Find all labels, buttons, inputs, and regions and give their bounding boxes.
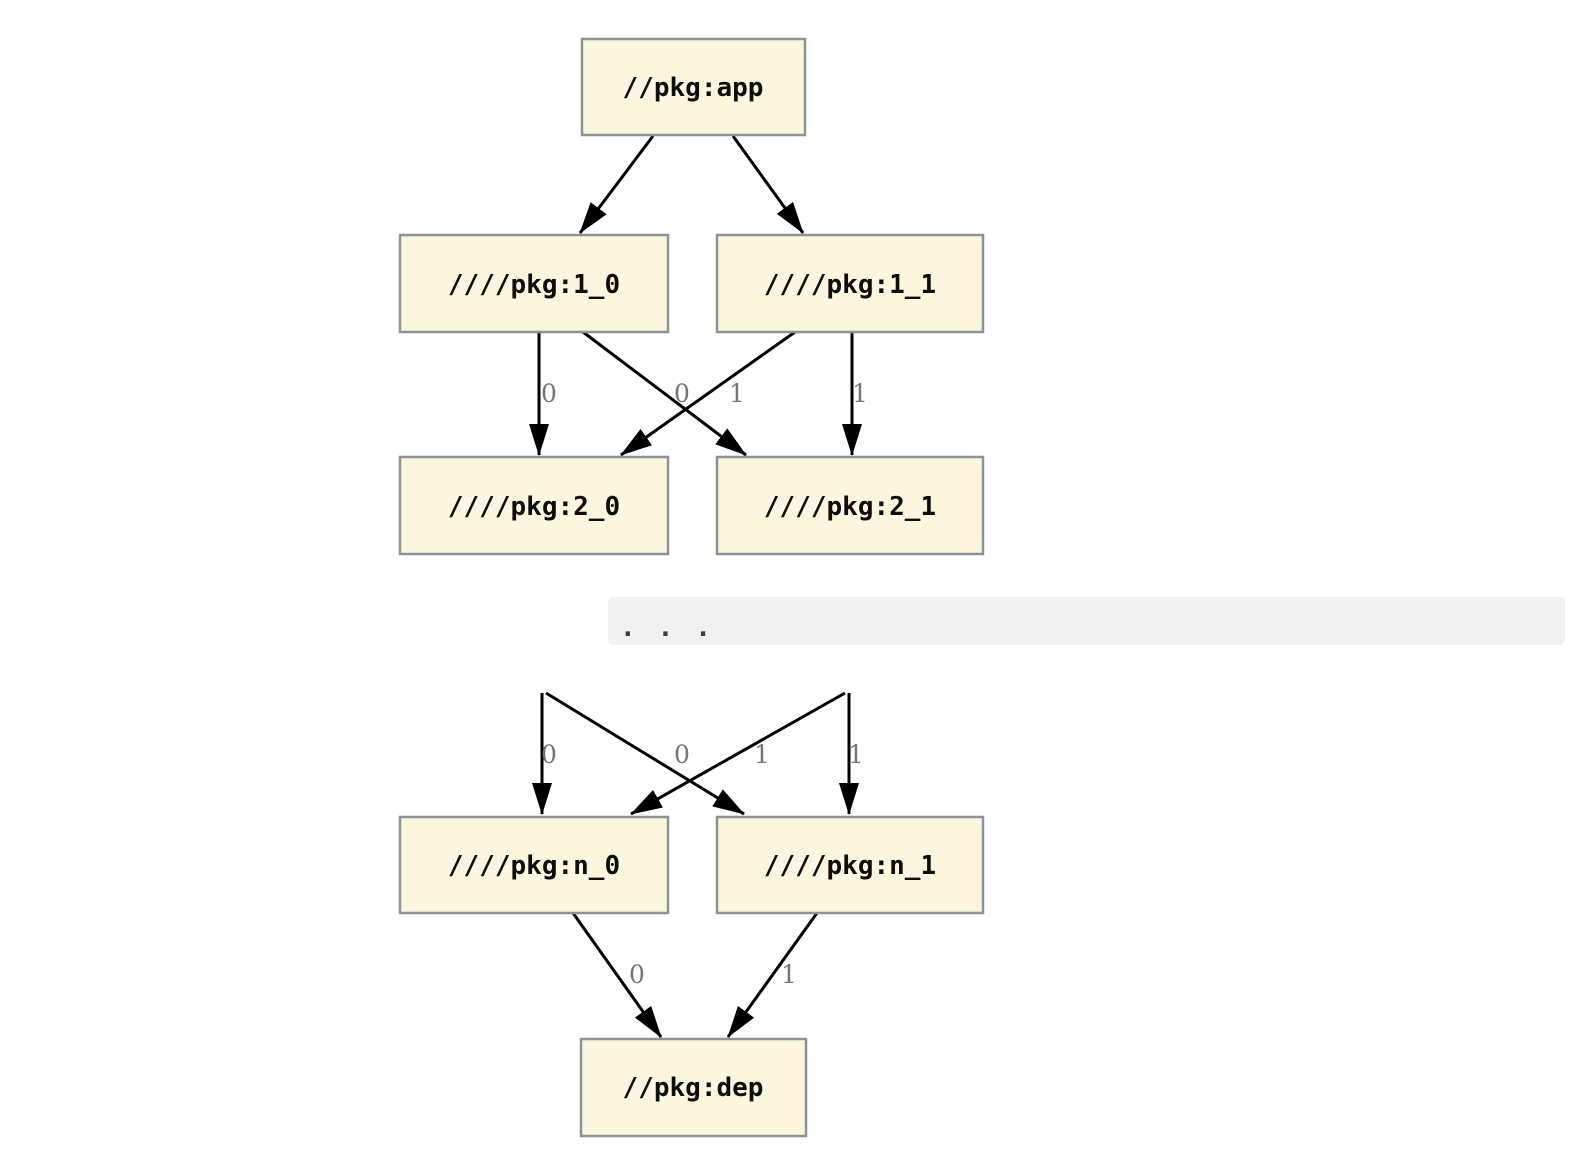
edge-label-ellipsis-cross-to-n_1: 1	[754, 740, 770, 769]
node-n_1-box	[715, 815, 985, 915]
edge-group	[529, 135, 862, 1038]
edge-label-ellipsis-to-n_1: 1	[848, 740, 864, 769]
edge-ellipsis-cross-to-n_0	[630, 691, 846, 816]
node-n_0: ////pkg:n_0	[398, 815, 670, 915]
node-dep: //pkg:dep	[579, 1037, 808, 1138]
node-2_1-box	[715, 455, 985, 556]
edge-app-to-1_0	[578, 135, 655, 234]
edge-label-1_1-to-2_1: 1	[852, 379, 868, 408]
node-n_0-box	[398, 815, 670, 915]
node-1_1-label: ////pkg:1_1	[764, 270, 936, 300]
edge-1_1-to-2_0	[620, 330, 796, 457]
node-n_1-label: ////pkg:n_1	[764, 851, 936, 881]
node-n_0-label: ////pkg:n_0	[448, 851, 620, 881]
node-app: //pkg:app	[580, 37, 807, 137]
node-1_1: ////pkg:1_1	[715, 233, 985, 334]
node-2_0-label: ////pkg:2_0	[448, 492, 620, 522]
node-2_0-box	[398, 455, 670, 556]
node-1_0-label: ////pkg:1_0	[448, 270, 620, 300]
node-2_1-label: ////pkg:2_1	[764, 492, 936, 522]
edge-label-ellipsis-to-n_0: 0	[541, 740, 557, 769]
edge-app-to-1_1	[731, 135, 805, 234]
edge-label-1_0-to-2_1: 1	[729, 379, 745, 408]
edge-label-1_1-to-2_0: 0	[674, 379, 690, 408]
node-1_0-box	[398, 233, 670, 334]
node-2_1: ////pkg:2_1	[715, 455, 985, 556]
edge-label-ellipsis-cross-to-n_0: 0	[674, 740, 690, 769]
node-2_0: ////pkg:2_0	[398, 455, 670, 556]
edge-label-n_0-to-dep: 0	[629, 960, 645, 989]
edge-ellipsis-cross-to-n_1	[545, 691, 745, 816]
node-1_1-box	[715, 233, 985, 334]
node-dep-label: //pkg:dep	[623, 1073, 764, 1103]
edge-1_0-to-2_1	[582, 330, 747, 457]
node-dep-box	[579, 1037, 808, 1138]
edge-label-group: 0 0 1 1 0 0 1 1 0 1	[541, 379, 868, 989]
node-n_1: ////pkg:n_1	[715, 815, 985, 915]
ellipsis-band: ...	[608, 597, 1565, 645]
edge-n_1-to-dep	[726, 912, 819, 1038]
node-app-label: //pkg:app	[623, 73, 764, 103]
node-1_0: ////pkg:1_0	[398, 233, 670, 334]
edge-n_0-to-dep	[571, 912, 663, 1038]
edge-label-1_0-to-2_0: 0	[541, 379, 557, 408]
ellipsis-text: ...	[620, 613, 733, 643]
edge-label-n_1-to-dep: 1	[781, 960, 797, 989]
node-app-box	[580, 37, 807, 137]
